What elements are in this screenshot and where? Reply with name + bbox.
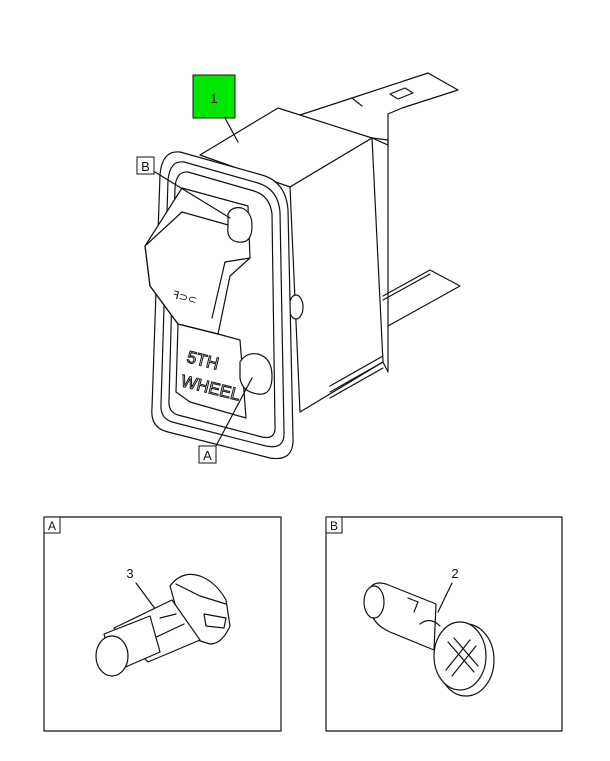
part-2-label: 2 xyxy=(451,566,458,581)
leader-part-1 xyxy=(224,117,239,143)
detail-a-frame xyxy=(43,516,282,732)
switch-body xyxy=(199,107,389,413)
detail-a-title-box xyxy=(43,516,61,534)
detail-a-title: A xyxy=(48,519,56,533)
callout-1-box[interactable] xyxy=(192,74,236,119)
switch-brand-mark: ꟻ⊃⊂ xyxy=(171,289,198,307)
leader-detail-a xyxy=(215,377,253,447)
detail-b-frame xyxy=(325,516,563,732)
part-3-pin xyxy=(95,573,231,677)
rocker-actuator xyxy=(144,187,273,419)
part-3-label: 3 xyxy=(126,566,133,581)
part-2-screw xyxy=(363,582,495,697)
callout-a-label: A xyxy=(203,448,212,463)
detail-b-title: B xyxy=(330,519,338,533)
callout-1-label: 1 xyxy=(210,91,217,106)
top-terminal xyxy=(299,72,459,146)
leader-part-3 xyxy=(135,582,157,611)
leader-detail-b xyxy=(154,171,231,219)
callout-b-label: B xyxy=(141,159,150,174)
callout-a-box[interactable] xyxy=(198,445,217,464)
callout-b-box[interactable] xyxy=(136,156,155,175)
leader-part-2 xyxy=(437,582,453,613)
bottom-terminal xyxy=(382,269,461,327)
detail-b-title-box xyxy=(325,516,343,534)
leader-lines xyxy=(154,117,253,447)
